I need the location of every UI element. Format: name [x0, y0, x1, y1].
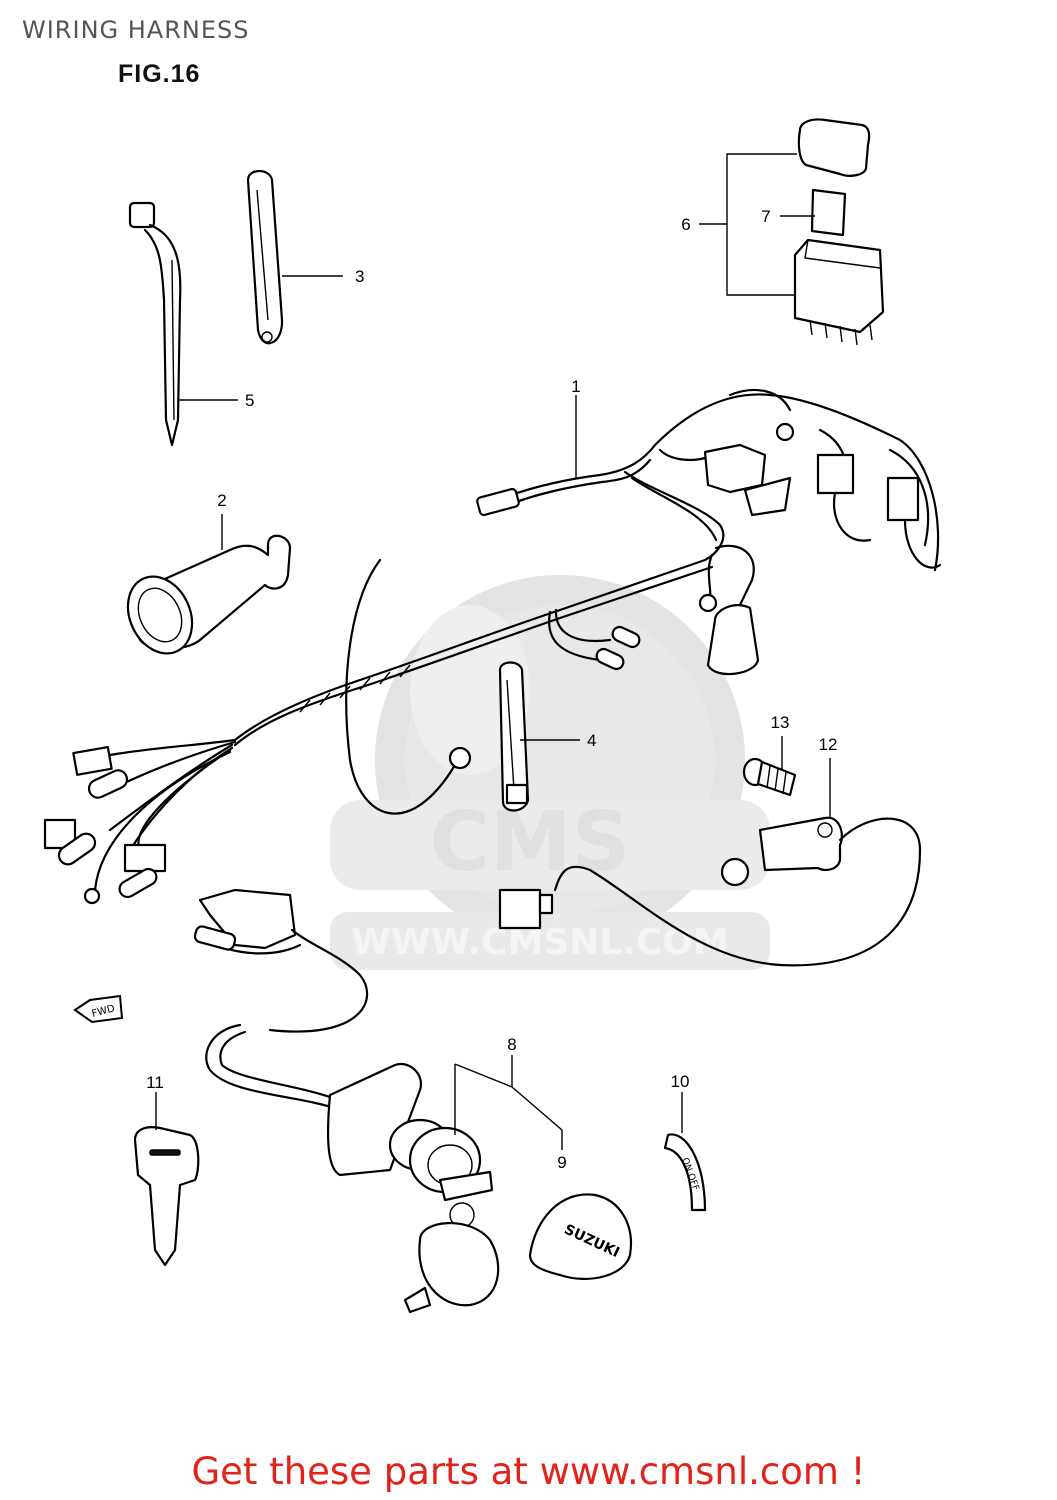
callout-bracket-6: [699, 153, 815, 296]
ignition-lead[interactable]: [193, 888, 369, 1112]
part-10-label[interactable]: ON OFF: [663, 1133, 707, 1212]
callout-12: 12: [819, 735, 838, 754]
callout-4: 4: [587, 731, 596, 750]
part-6-relay[interactable]: [793, 118, 885, 346]
part-8-ignition-switch[interactable]: [326, 1062, 500, 1314]
part-7-fuse[interactable]: [810, 188, 847, 237]
callout-10: 10: [671, 1072, 690, 1091]
fwd-arrow-icon: FWD: [73, 994, 124, 1024]
part-13-screw[interactable]: [742, 757, 797, 797]
callout-9: 9: [557, 1153, 566, 1172]
callout-5: 5: [245, 391, 254, 410]
part-1-wiring-harness[interactable]: [43, 388, 942, 905]
callout-8: 8: [507, 1035, 516, 1054]
callout-numbers: 1 2 3 4 5 6 7 8 9 10 11 12 13: [146, 207, 837, 1172]
part-11-key[interactable]: [133, 1126, 200, 1267]
callout-11: 11: [146, 1073, 164, 1092]
callout-2: 2: [217, 491, 226, 510]
callout-bracket-8: [454, 1055, 563, 1150]
callout-7: 7: [761, 207, 770, 226]
figure-label: FIG.16: [118, 60, 201, 88]
part-12-brake-switch[interactable]: [498, 816, 922, 967]
part-3-clamp[interactable]: [246, 169, 284, 345]
part-5-cable-tie[interactable]: [128, 201, 182, 447]
callout-13: 13: [771, 713, 790, 732]
part-2-boot[interactable]: [116, 534, 292, 664]
part-9-switch-cover[interactable]: SUZUKI: [528, 1193, 633, 1280]
callout-3: 3: [355, 267, 364, 286]
part-4-clamp[interactable]: [498, 661, 530, 812]
exploded-diagram: CMS WWW.CMSNL.COM: [43, 118, 942, 1314]
callout-1: 1: [571, 377, 580, 396]
callout-6: 6: [681, 215, 690, 234]
get-parts-link[interactable]: Get these parts at www.cmsnl.com !: [191, 1450, 866, 1493]
page-title: WIRING HARNESS: [22, 16, 250, 44]
cms-watermark: CMS WWW.CMSNL.COM: [330, 575, 770, 970]
